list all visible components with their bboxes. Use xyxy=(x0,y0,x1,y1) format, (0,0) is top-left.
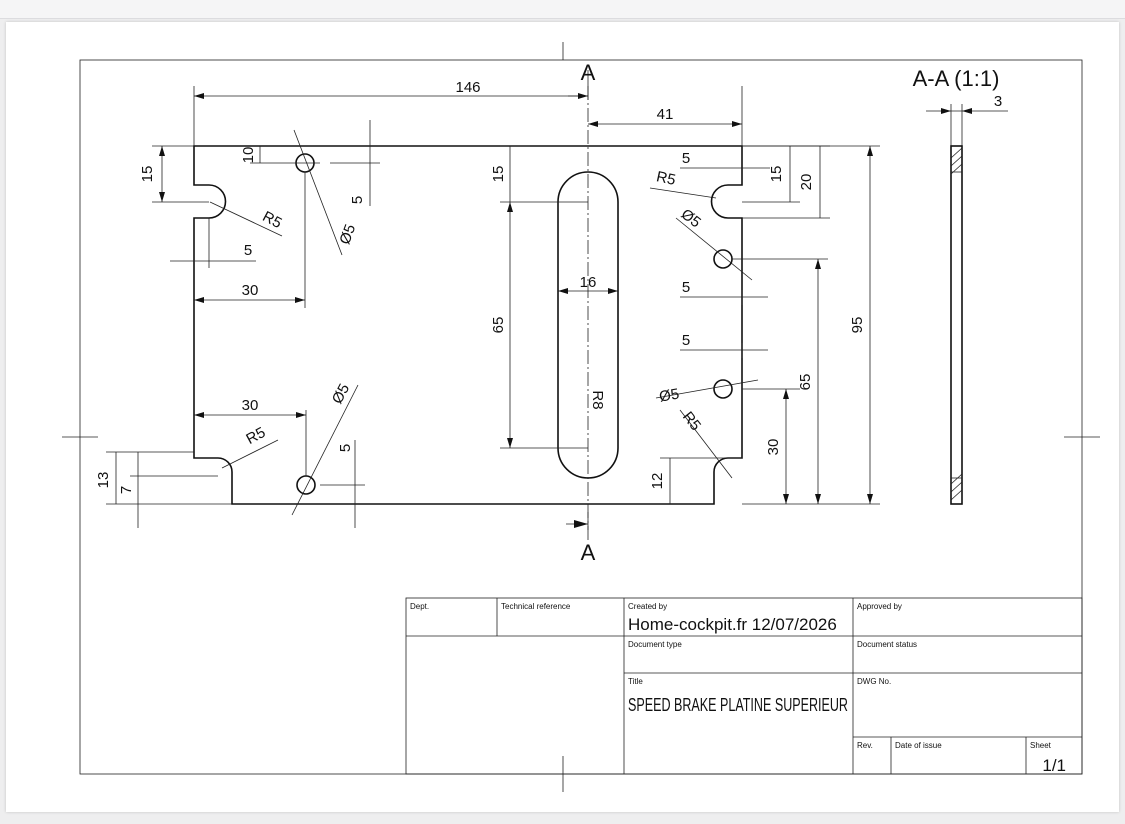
dim-notch-radius-left: R5 xyxy=(260,208,285,232)
tb-tech-ref-label: Technical reference xyxy=(501,602,571,611)
viewer-top-bar xyxy=(0,0,1125,19)
dim-right-notch-radius-bottom: R5 xyxy=(679,408,704,434)
dim-right-notch-height: 20 xyxy=(798,174,815,191)
dim-total-length: 146 xyxy=(455,79,480,96)
dim-right-hole-edge-top: 5 xyxy=(682,150,690,167)
dim-bottom-notch-y: 12 xyxy=(649,473,666,490)
dim-notch-radius-bottom-left: R5 xyxy=(243,424,268,448)
dim-hole-offset-top: 10 xyxy=(240,147,257,164)
tb-document-status-label: Document status xyxy=(857,640,917,649)
dim-right-notch-depth: 15 xyxy=(768,166,785,183)
dim-hole-diameter-top: Ø5 xyxy=(336,222,359,247)
dim-right-hole-bottom: 30 xyxy=(765,439,782,456)
tb-sheet-value: 1/1 xyxy=(1042,756,1066,775)
tb-created-by-label: Created by xyxy=(628,602,667,611)
tb-title-value: SPEED BRAKE PLATINE SUPERIEUR xyxy=(628,695,848,715)
tb-title-label: Title xyxy=(628,677,643,686)
tb-sheet-label: Sheet xyxy=(1030,741,1052,750)
dim-right-hole-edge-low: 5 xyxy=(682,332,690,349)
dim-slot-width: 16 xyxy=(580,274,597,291)
center-slot xyxy=(557,171,619,479)
hole-right-lower xyxy=(713,379,733,399)
section-view-title: A-A (1:1) xyxy=(913,66,1000,91)
section-marker-bottom: A xyxy=(581,540,596,565)
tb-dept-label: Dept. xyxy=(410,602,429,611)
section-view-profile xyxy=(950,145,963,505)
technical-drawing: 146 41 15 10 5 Ø5 R5 5 30 15 65 16 R8 30… xyxy=(62,42,1100,792)
title-block-grid xyxy=(405,597,1083,775)
dim-bottom-left-7: 7 xyxy=(118,486,135,494)
dim-right-hole-spacing: 65 xyxy=(797,374,814,391)
dimension-arrows xyxy=(159,93,873,528)
dim-bottom-left-13: 13 xyxy=(95,472,112,489)
dim-right-notch-radius: R5 xyxy=(655,168,677,189)
dim-hole-diameter-bottom: Ø5 xyxy=(329,381,353,407)
section-hatching xyxy=(950,147,963,501)
dimension-lines xyxy=(106,70,880,540)
tb-date-of-issue-label: Date of issue xyxy=(895,741,942,750)
dim-thickness: 3 xyxy=(994,93,1002,110)
dim-hole-x-left-top: 30 xyxy=(242,282,259,299)
tb-dwg-no-label: DWG No. xyxy=(857,677,891,686)
tb-rev-label: Rev. xyxy=(857,741,873,750)
hole-right-upper xyxy=(713,249,733,269)
dim-slot-offset: 41 xyxy=(657,106,674,123)
dim-right-hole-diameter-top: Ø5 xyxy=(678,206,704,232)
dim-right-hole-edge-mid: 5 xyxy=(682,279,690,296)
plate-outline xyxy=(193,145,743,505)
dim-notch-depth-left: 5 xyxy=(244,242,252,259)
dim-slot-top: 15 xyxy=(490,166,507,183)
drawing-frame xyxy=(79,59,1083,775)
arrow-section-left xyxy=(941,108,951,114)
section-marker-top: A xyxy=(581,60,596,85)
drawing-sheet: 146 41 15 10 5 Ø5 R5 5 30 15 65 16 R8 30… xyxy=(6,22,1119,812)
tb-approved-by-label: Approved by xyxy=(857,602,902,611)
dim-plate-height: 95 xyxy=(849,317,866,334)
tb-document-type-label: Document type xyxy=(628,640,682,649)
dim-notch-height-left: 15 xyxy=(139,166,156,183)
dim-right-hole-diameter-bottom: Ø5 xyxy=(658,385,681,405)
tb-created-by-value: Home-cockpit.fr 12/07/2026 xyxy=(628,615,837,634)
hole-bottom-left xyxy=(296,475,316,495)
dim-slot-radius: R8 xyxy=(589,390,606,409)
arrow-section-right xyxy=(962,108,972,114)
dim-hole-edge-top: 5 xyxy=(349,196,366,204)
dim-hole-x-left-bottom: 30 xyxy=(242,397,259,414)
dim-hole-edge-bottom: 5 xyxy=(337,444,354,452)
dim-slot-length: 65 xyxy=(490,317,507,334)
